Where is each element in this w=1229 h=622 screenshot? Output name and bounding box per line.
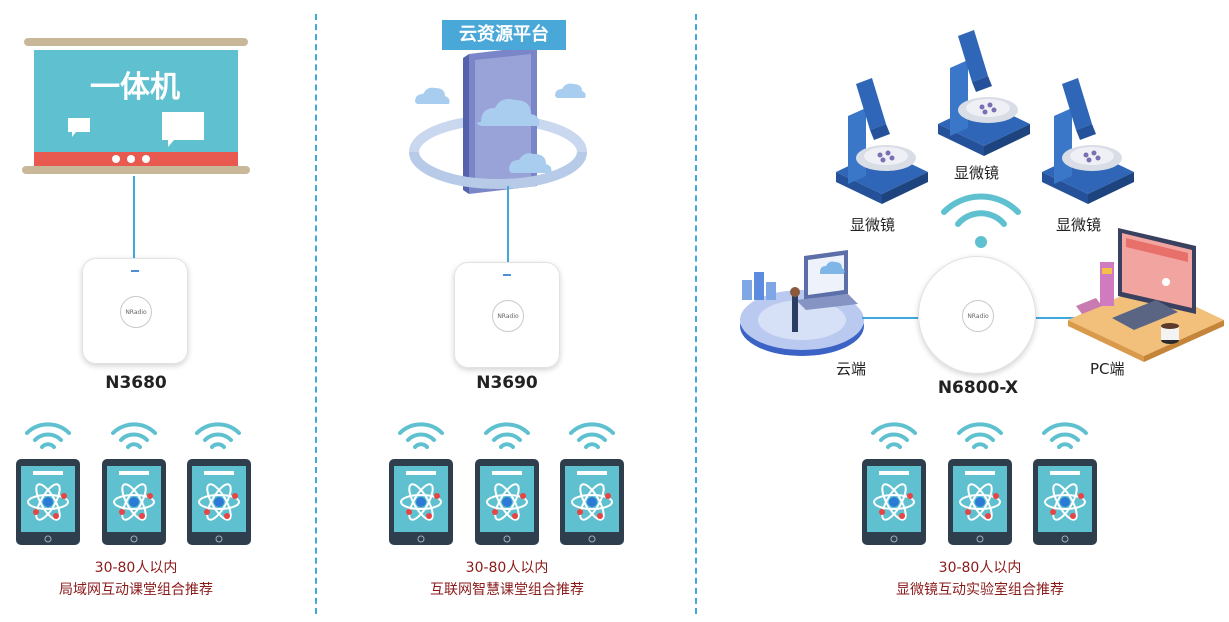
microscope-icon	[938, 30, 1030, 156]
model-label: N3680	[105, 373, 167, 393]
connection-line	[507, 186, 509, 264]
cloud-label: 云端	[836, 360, 867, 378]
tablet-icon	[102, 459, 166, 545]
ap-led-indicator	[503, 274, 511, 276]
cloud-platform-icon	[409, 46, 587, 194]
whiteboard-title: 一体机	[90, 70, 180, 105]
nradio-logo: NRadio	[120, 296, 152, 328]
scenario-description: 互联网智慧课堂组合推荐	[430, 582, 584, 598]
wifi-icon	[565, 418, 619, 454]
capacity-label: 30-80人以内	[938, 560, 1022, 576]
cloud-platform-label: 云资源平台	[442, 20, 566, 50]
wifi-icon	[394, 418, 448, 454]
wifi-icon	[21, 418, 75, 454]
microscope-icon	[1042, 78, 1134, 204]
microscope-label: 显微镜	[954, 164, 1000, 182]
access-point-n3680: NRadio	[82, 258, 188, 364]
microscope-label: 显微镜	[1056, 216, 1102, 234]
microscope-icon	[836, 78, 928, 204]
wifi-icon	[107, 418, 161, 454]
pc-workstation-icon	[1068, 228, 1224, 362]
capacity-label: 30-80人以内	[94, 560, 178, 576]
tablet-icon	[948, 459, 1012, 545]
wifi-icon	[480, 418, 534, 454]
microscope-label: 显微镜	[850, 216, 896, 234]
scenario-description: 显微镜互动实验室组合推荐	[896, 582, 1064, 598]
access-point-n6800x: NRadio	[918, 256, 1036, 374]
scenario-description: 局域网互动课堂组合推荐	[59, 582, 213, 598]
tablet-icon	[1033, 459, 1097, 545]
wifi-icon	[953, 418, 1007, 454]
model-label: N3690	[476, 373, 538, 393]
connection-line	[862, 317, 920, 319]
model-label: N6800-X	[937, 378, 1019, 398]
connection-line	[133, 176, 135, 260]
tablet-icon	[475, 459, 539, 545]
wifi-icon	[191, 418, 245, 454]
wifi-icon	[1038, 418, 1092, 454]
nradio-logo: NRadio	[962, 300, 994, 332]
whiteboard-icon	[22, 38, 250, 174]
panel-divider-2	[695, 14, 697, 614]
ap-led-indicator	[131, 270, 139, 272]
pc-label: PC端	[1090, 360, 1125, 378]
tablet-icon	[560, 459, 624, 545]
capacity-label: 30-80人以内	[465, 560, 549, 576]
panel-divider-1	[315, 14, 317, 614]
connection-line	[1036, 317, 1092, 319]
wifi-icon	[867, 418, 921, 454]
tablet-icon	[187, 459, 251, 545]
tablet-icon	[16, 459, 80, 545]
wifi-icon	[941, 193, 1021, 248]
tablet-icon	[862, 459, 926, 545]
nradio-logo: NRadio	[492, 300, 524, 332]
tablet-icon	[389, 459, 453, 545]
access-point-n3690: NRadio	[454, 262, 560, 368]
cloud-platform-icon	[740, 242, 864, 356]
